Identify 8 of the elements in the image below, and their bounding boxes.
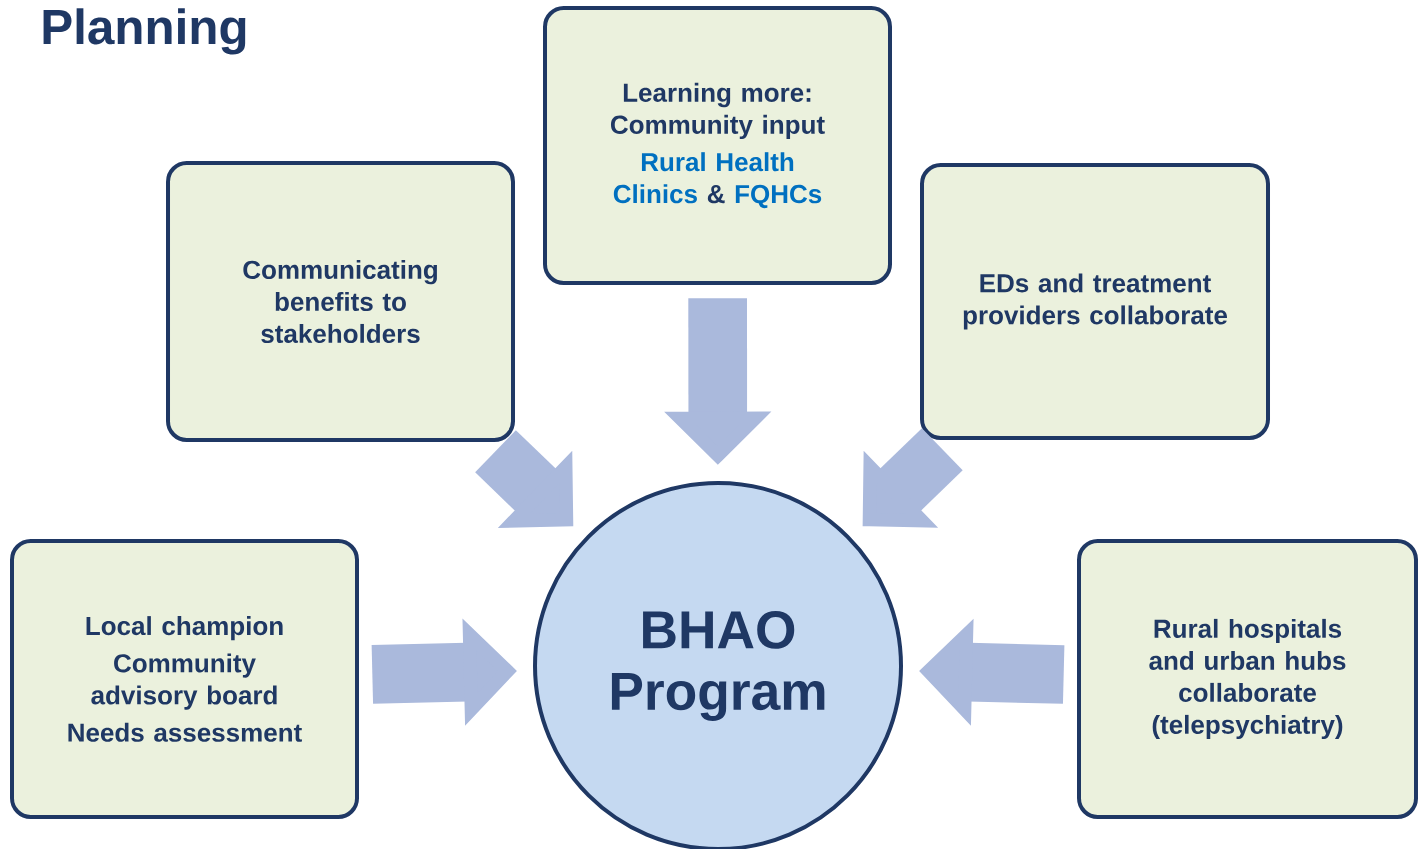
block-arrow [862,428,963,528]
process-box: Learning more: Community input Rural Health Clinics & FQHCs [543,6,892,285]
title: Planning [43,8,246,55]
process-box: Rural hospitals and urban hubs collaborate (telepsychiatry) [1077,539,1418,819]
process-box: EDs and treatment providers collaborate [920,163,1270,440]
block-arrow [475,430,574,528]
process-box: Local champion Community advisory board Needs assessment [10,539,359,819]
process-box: Communicating benefits to stakeholders [166,161,515,442]
